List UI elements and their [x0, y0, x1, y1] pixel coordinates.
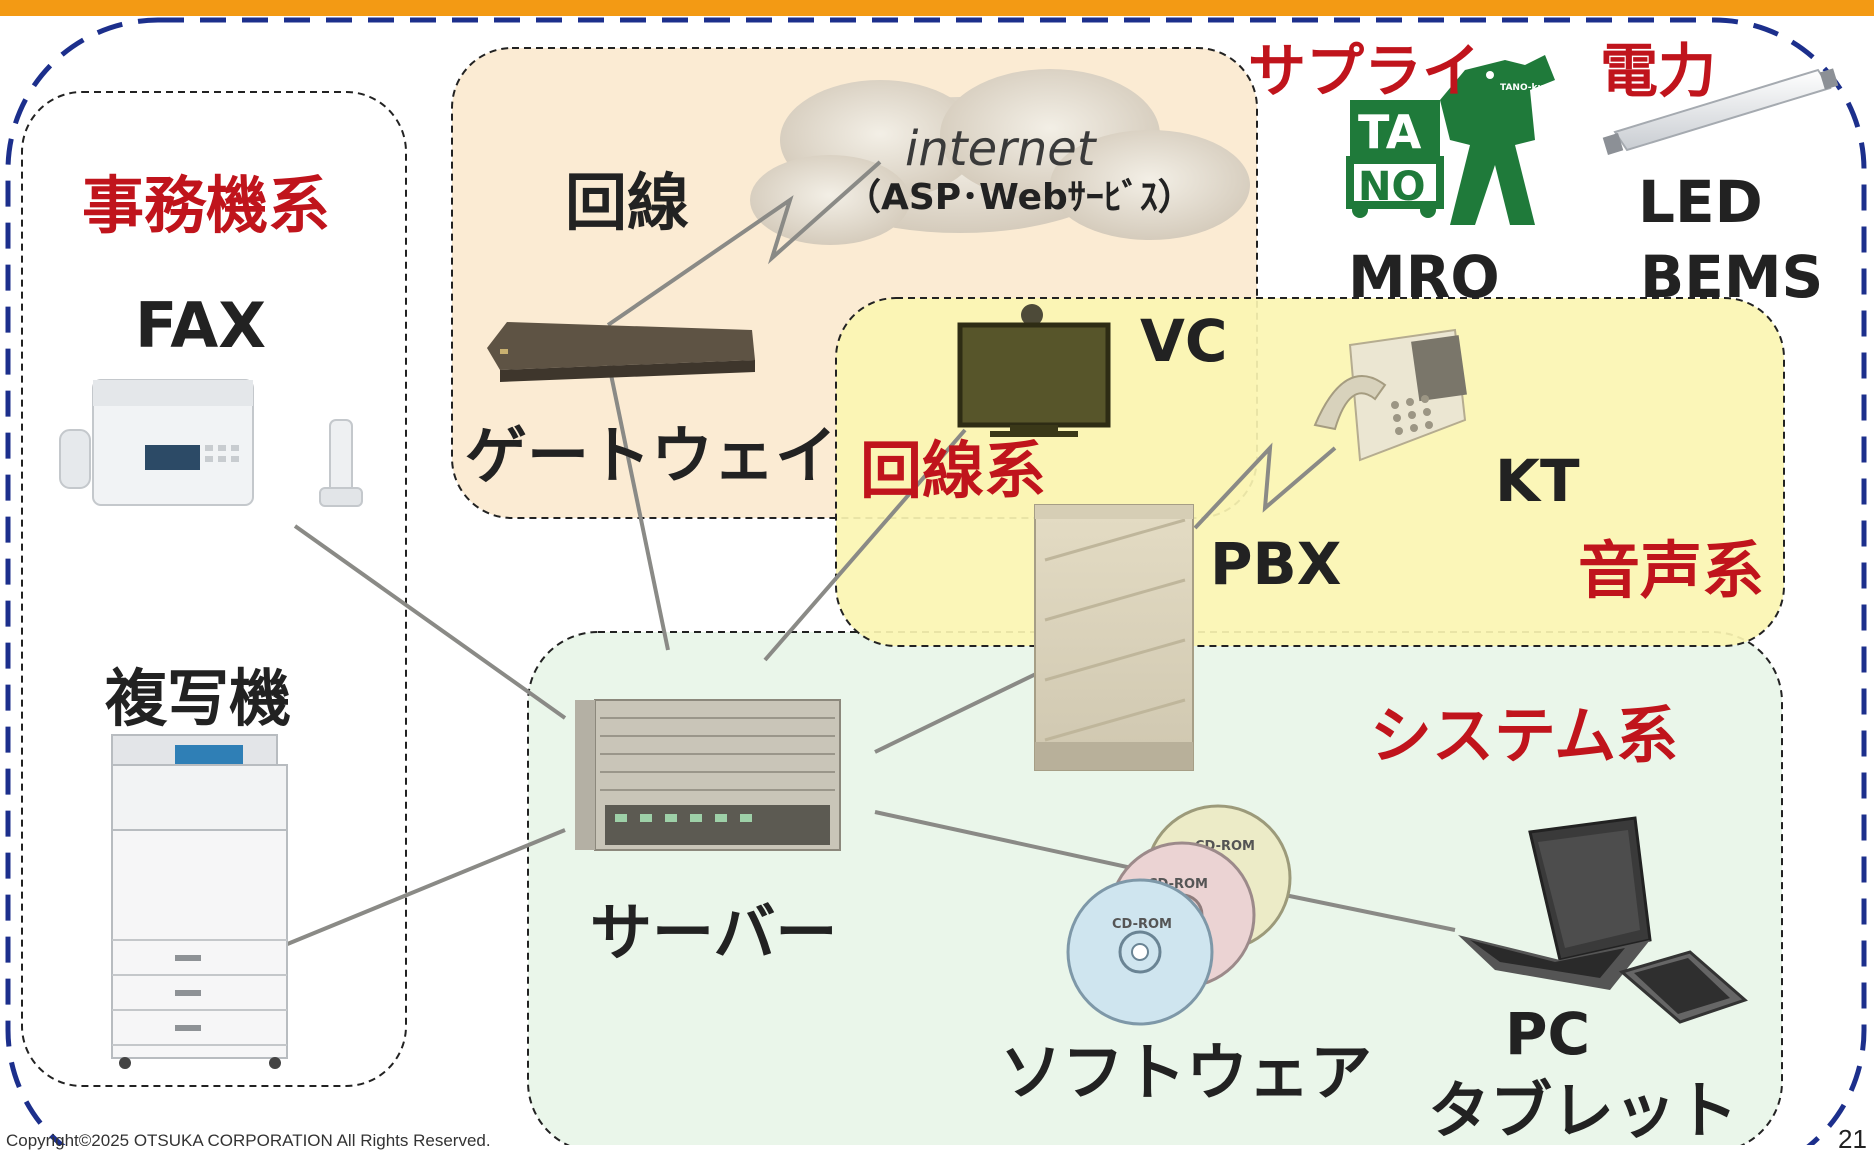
group-label-office: 事務機系 — [82, 169, 331, 242]
supply-label: サプライ — [1248, 37, 1481, 105]
server-rack-icon — [575, 699, 841, 851]
svg-text:TANO-kun: TANO-kun — [1500, 83, 1550, 93]
link-pbx-kt — [1193, 442, 1337, 530]
cd-rom-stack-icon: CD-ROM CD-ROM CD-ROM — [1066, 804, 1292, 1026]
led-tube-icon — [1602, 68, 1839, 155]
internet-title: internet — [905, 121, 1096, 177]
server-label: サーバー — [590, 896, 838, 969]
power-label: 電力 — [1600, 37, 1717, 105]
group-label-voice: 音声系 — [1578, 534, 1765, 607]
kt-label: KT — [1495, 447, 1580, 515]
software-label: ソフトウェア — [1000, 1036, 1373, 1109]
link-fax-server — [293, 524, 567, 720]
cd-rom-disc-front: CD-ROM — [1066, 878, 1214, 1026]
led-label: LED — [1638, 168, 1763, 236]
internet-subtitle: （ASP･Webｻｰﾋﾞｽ） — [845, 177, 1194, 218]
internet-cloud-icon — [750, 69, 1250, 245]
link-server-vc — [763, 428, 967, 662]
link-server-cd — [874, 810, 1151, 874]
vc-monitor-icon — [957, 304, 1111, 437]
line-label: 回線 — [565, 166, 690, 239]
link-cd-pc — [1274, 891, 1456, 932]
copyright-text: Copyright©2025 OTSUKA CORPORATION All Ri… — [6, 1131, 491, 1150]
group-label-line: 回線系 — [860, 434, 1047, 507]
svg-text:TA: TA — [1358, 105, 1422, 159]
tablet-icon — [1618, 950, 1748, 1024]
pbx-label: PBX — [1210, 530, 1342, 598]
link-gateway-internet — [606, 160, 882, 327]
vc-label: VC — [1140, 307, 1228, 375]
fax-label: FAX — [135, 289, 267, 362]
kt-phone-icon — [1313, 328, 1467, 462]
gateway-label: ゲートウェイ — [465, 419, 838, 492]
fax-machine-icon — [59, 379, 363, 507]
group-label-system: システム系 — [1370, 699, 1679, 772]
tano-kun-logo: TA NO TANO-kun — [1346, 55, 1555, 225]
copier-icon — [111, 734, 288, 1069]
page-number: 21 — [1838, 1124, 1867, 1154]
svg-text:NO: NO — [1358, 164, 1425, 210]
pc-label: PC — [1505, 1000, 1591, 1068]
link-server-gateway — [606, 359, 670, 651]
gateway-router-icon — [487, 322, 755, 382]
link-copier-server — [284, 828, 566, 947]
svg-text:CD-ROM: CD-ROM — [1112, 917, 1172, 932]
outer-boundary — [5, 17, 1867, 1145]
top-accent-bar — [0, 0, 1874, 16]
bems-label: BEMS — [1640, 243, 1824, 311]
link-server-pbx — [874, 670, 1041, 754]
mro-label: MRO — [1348, 243, 1500, 311]
pbx-tower-icon — [1034, 504, 1194, 771]
tablet-label: タブレット — [1428, 1074, 1739, 1147]
laptop-icon — [1458, 816, 1652, 990]
copier-label: 複写機 — [105, 662, 292, 735]
